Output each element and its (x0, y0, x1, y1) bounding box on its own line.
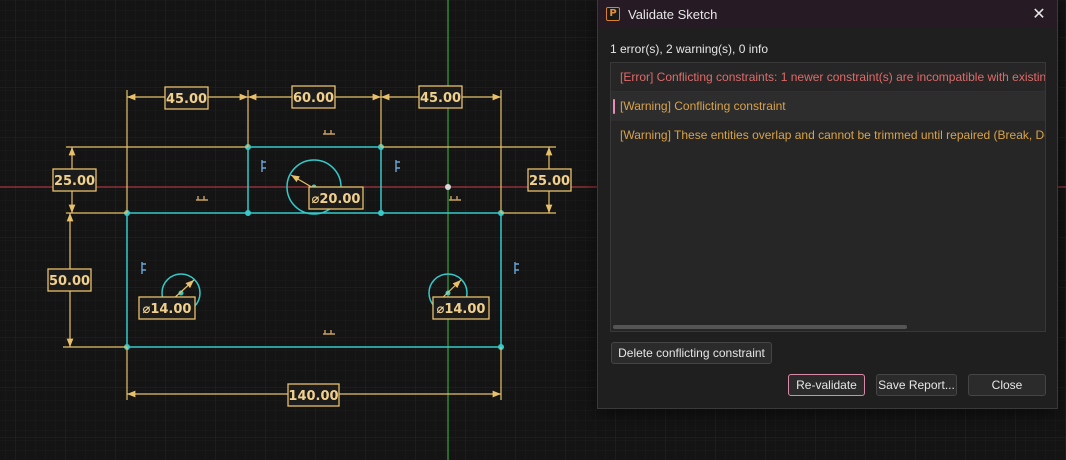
dimension-labels[interactable]: 45.00 60.00 45.00 25.00 25.00 50.00 140.… (47, 85, 572, 407)
dim-left-upper[interactable]: 25.00 (54, 174, 95, 189)
validate-sketch-dialog: P Validate Sketch ✕ 1 error(s), 2 warnin… (597, 0, 1058, 409)
dim-center-hole[interactable]: ⌀20.00 (312, 192, 361, 207)
issue-row-error[interactable]: [Error] Conflicting constraints: 1 newer… (611, 63, 1045, 92)
origin-point (445, 184, 451, 190)
issues-list[interactable]: [Error] Conflicting constraints: 1 newer… (610, 62, 1046, 332)
save-report-button[interactable]: Save Report... (876, 374, 957, 396)
dialog-titlebar[interactable]: P Validate Sketch ✕ (598, 0, 1057, 28)
issue-text: [Error] Conflicting constraints: 1 newer… (620, 70, 1045, 84)
app-logo-letter: P (609, 8, 617, 19)
dim-left-lower[interactable]: 50.00 (49, 274, 90, 289)
dim-top-left[interactable]: 45.00 (166, 92, 207, 107)
dim-top-right[interactable]: 45.00 (420, 91, 461, 106)
dim-top-middle[interactable]: 60.00 (293, 91, 334, 106)
horizontal-scrollbar[interactable] (613, 325, 907, 329)
dialog-title: Validate Sketch (628, 6, 718, 22)
dim-bottom[interactable]: 140.00 (288, 389, 338, 404)
issue-row-warning[interactable]: [Warning] Conflicting constraint (611, 92, 1045, 121)
issue-text: [Warning] Conflicting constraint (620, 99, 786, 113)
dim-left-hole[interactable]: ⌀14.00 (143, 302, 192, 317)
constraint-icons (141, 130, 519, 335)
close-icon[interactable]: ✕ (1032, 4, 1046, 23)
close-button[interactable]: Close (968, 374, 1046, 396)
validation-summary: 1 error(s), 2 warning(s), 0 info (610, 42, 769, 56)
app-logo-icon: P (606, 7, 620, 21)
issue-text: [Warning] These entities overlap and can… (620, 128, 1045, 142)
revalidate-button[interactable]: Re-validate (788, 374, 865, 396)
issue-row-warning[interactable]: [Warning] These entities overlap and can… (611, 121, 1045, 150)
dim-right-hole[interactable]: ⌀14.00 (437, 302, 486, 317)
delete-conflicting-constraint-button[interactable]: Delete conflicting constraint (611, 342, 772, 364)
dim-right-upper[interactable]: 25.00 (529, 174, 570, 189)
